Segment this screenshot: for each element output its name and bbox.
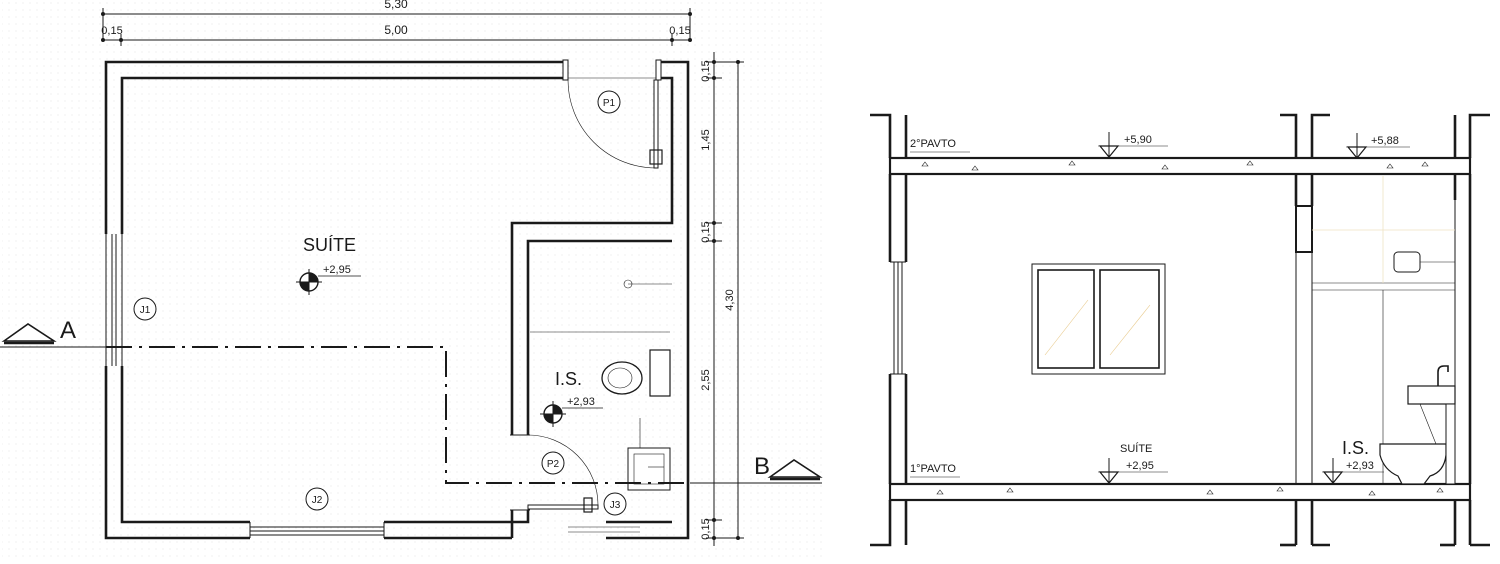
room-is-label: I.S. <box>555 369 582 389</box>
floor1-label: 1°PAVTO <box>910 463 956 475</box>
floor2-level-bath: +5,88 <box>1371 135 1399 147</box>
section-room-suite: SUÍTE <box>1120 442 1152 455</box>
section-room-is: I.S. <box>1342 438 1369 458</box>
room-suite-label: SUÍTE <box>303 235 356 255</box>
level-triangle-icon <box>1098 132 1168 158</box>
section-marker-b-icon <box>767 459 823 478</box>
vdim-mid-wall: 0,15 <box>700 221 712 242</box>
level-marker-icon <box>296 269 361 295</box>
section-is-level: +2,93 <box>1346 460 1374 472</box>
tag-j2: J2 <box>305 487 329 511</box>
slabs <box>888 156 1472 502</box>
door-p1 <box>567 77 663 169</box>
top-dimensions: 5,30 0,15 5,00 0,15 <box>101 0 692 46</box>
level-triangle-icon <box>1098 458 1168 484</box>
is-level-value: +2,93 <box>567 396 595 408</box>
section-b-label: B <box>754 453 770 480</box>
faucet-icon <box>1437 365 1449 386</box>
level-marker-icon <box>540 401 603 427</box>
sink-icon <box>1407 385 1456 405</box>
section-window <box>1031 263 1166 375</box>
door-p2 <box>527 434 599 513</box>
dim-total-width: 5,30 <box>384 0 408 11</box>
toilet-icon <box>601 361 643 395</box>
svg-text:P1: P1 <box>603 98 616 109</box>
section-marker-a-icon <box>1 323 57 342</box>
svg-text:J2: J2 <box>312 495 323 506</box>
floor-plan: 5,30 0,15 5,00 0,15 0,15 1,45 <box>0 0 824 558</box>
level-triangle-icon <box>1346 133 1410 159</box>
level-triangle-icon <box>1322 458 1384 484</box>
vdim-lower: 2,55 <box>700 369 712 390</box>
tag-j3: J3 <box>603 492 627 516</box>
toilet-icon <box>1379 443 1447 485</box>
section-walls <box>870 113 1490 547</box>
section-view: 2°PAVTO +5,90 +5,88 1°PAVTO SUÍTE +2,95 … <box>870 113 1490 547</box>
section-suite-level: +2,95 <box>1126 460 1154 472</box>
dim-right-wall: 0,15 <box>669 25 690 37</box>
suite-level-value: +2,95 <box>323 264 351 276</box>
svg-text:J1: J1 <box>140 305 151 316</box>
vdim-bottom-wall: 0,15 <box>700 518 712 539</box>
svg-text:P2: P2 <box>547 459 560 470</box>
floor2-level-main: +5,90 <box>1124 134 1152 146</box>
svg-text:J3: J3 <box>610 500 621 511</box>
tag-j1: J1 <box>133 297 157 321</box>
vdim-upper: 1,45 <box>700 129 712 150</box>
right-dimensions: 0,15 1,45 0,15 4,30 2,55 0,15 <box>700 52 744 546</box>
vdim-top-wall: 0,15 <box>700 60 712 81</box>
floor2-label: 2°PAVTO <box>910 138 956 150</box>
tag-p2: P2 <box>541 451 565 475</box>
plan-background <box>2 2 824 558</box>
dim-interior-width: 5,00 <box>384 23 408 37</box>
dim-left-wall: 0,15 <box>101 25 122 37</box>
plan-walls <box>104 59 690 540</box>
towel-dispenser-icon <box>1393 251 1421 273</box>
section-line: A B <box>0 317 823 484</box>
bath-elevation <box>1312 176 1456 485</box>
vdim-total: 4,30 <box>724 289 736 310</box>
tag-p1: P1 <box>597 90 621 114</box>
section-a-label: A <box>60 317 76 344</box>
